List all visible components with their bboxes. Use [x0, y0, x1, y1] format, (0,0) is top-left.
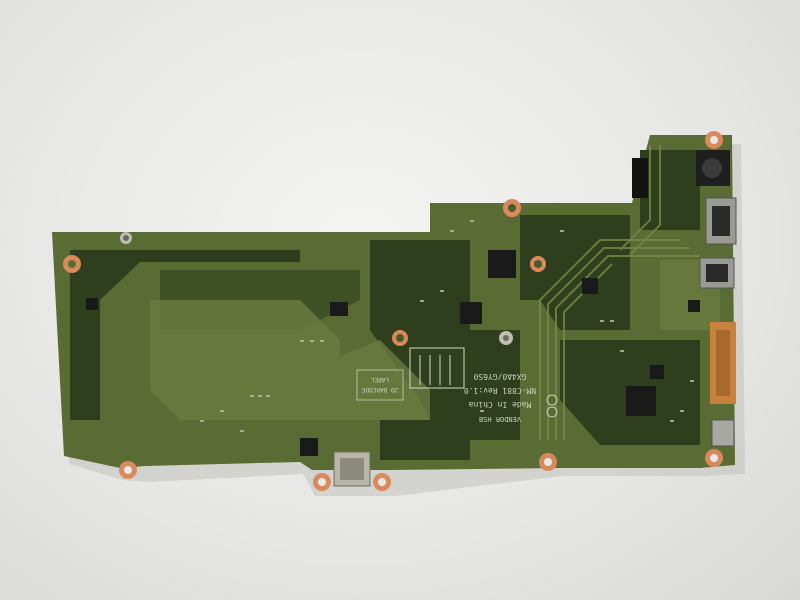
revision-text: NM-C881 Rev:1.0 — [464, 386, 536, 395]
side-ports — [632, 150, 737, 447]
smd-components — [200, 220, 694, 432]
connector-footprint — [409, 347, 465, 389]
vendor-label: VENDOR HSB — [479, 415, 521, 423]
compliance-symbols — [546, 394, 558, 418]
origin-text: Made In China — [469, 400, 532, 409]
usb-c-port — [711, 419, 735, 447]
model-text: GX4A0/GY6S0 — [473, 372, 526, 381]
usb-port — [705, 197, 737, 245]
copper-mounting-holes — [63, 131, 723, 491]
ic-chips — [86, 250, 700, 456]
barcode-label-line2: LABEL — [371, 376, 389, 383]
barcode-label-line1: 2D BARCODE — [362, 386, 399, 393]
barcode-label-box — [356, 369, 404, 401]
